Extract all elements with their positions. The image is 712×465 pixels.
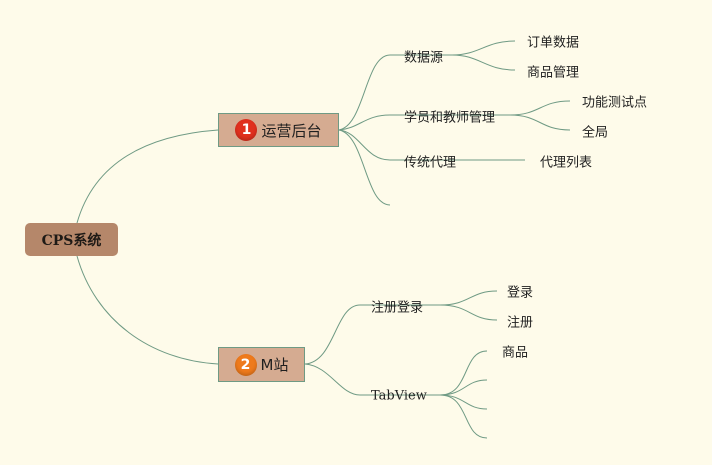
connector-register-login — [439, 290, 498, 306]
subtopic-global[interactable]: 全局 — [582, 125, 609, 141]
subtopic-tab-goods[interactable]: 商品 — [502, 345, 529, 361]
topic-staff-management[interactable]: 学员和教师管理 — [404, 110, 496, 126]
connector-b1-empty — [338, 129, 391, 206]
topic-tabview[interactable]: TabView — [371, 388, 427, 404]
priority-2-icon: 2 — [234, 353, 257, 376]
topic-datasource[interactable]: 数据源 — [404, 50, 444, 66]
branch-label-mobile-site: M站 — [260, 356, 289, 374]
subtopic-orders[interactable]: 订单数据 — [527, 35, 580, 51]
branch-node-mobile-site[interactable]: 2 M站 — [218, 347, 305, 382]
connector-root-branch2 — [76, 255, 219, 365]
connector-tabview-empty-1 — [439, 379, 488, 396]
subtopic-agent-list[interactable]: 代理列表 — [540, 155, 593, 171]
connector-datasource-orders — [451, 40, 516, 56]
connector-tabview-empty-2 — [439, 394, 488, 410]
priority-1-icon: 1 — [235, 119, 258, 141]
connector-b1-datasource — [338, 54, 452, 131]
root-label: CPS系统 — [41, 232, 102, 249]
subtopic-goods-management[interactable]: 商品管理 — [527, 65, 580, 81]
connector-root-branch1 — [76, 129, 219, 224]
connector-b1-staff — [338, 114, 510, 131]
connector-register-signup — [439, 304, 498, 321]
connector-b2-tabview — [304, 363, 440, 396]
root-node[interactable]: CPS系统 — [25, 223, 118, 256]
subtopic-login[interactable]: 登录 — [507, 285, 534, 301]
topic-register-login[interactable]: 注册登录 — [371, 300, 424, 316]
topic-agent[interactable]: 传统代理 — [404, 155, 457, 171]
connector-staff-testpoints — [509, 100, 571, 116]
connector-b2-register — [304, 304, 440, 365]
connector-tabview-goods — [439, 350, 488, 396]
connector-staff-global — [509, 114, 571, 131]
connector-b1-agent — [338, 129, 470, 161]
subtopic-test-points[interactable]: 功能测试点 — [582, 95, 648, 111]
subtopic-signup[interactable]: 注册 — [507, 315, 534, 331]
connector-tabview-empty-3 — [439, 394, 488, 439]
branch-node-admin[interactable]: 1 运营后台 — [218, 113, 339, 147]
connector-datasource-goods — [451, 54, 516, 71]
branch-label-admin: 运营后台 — [261, 121, 322, 140]
